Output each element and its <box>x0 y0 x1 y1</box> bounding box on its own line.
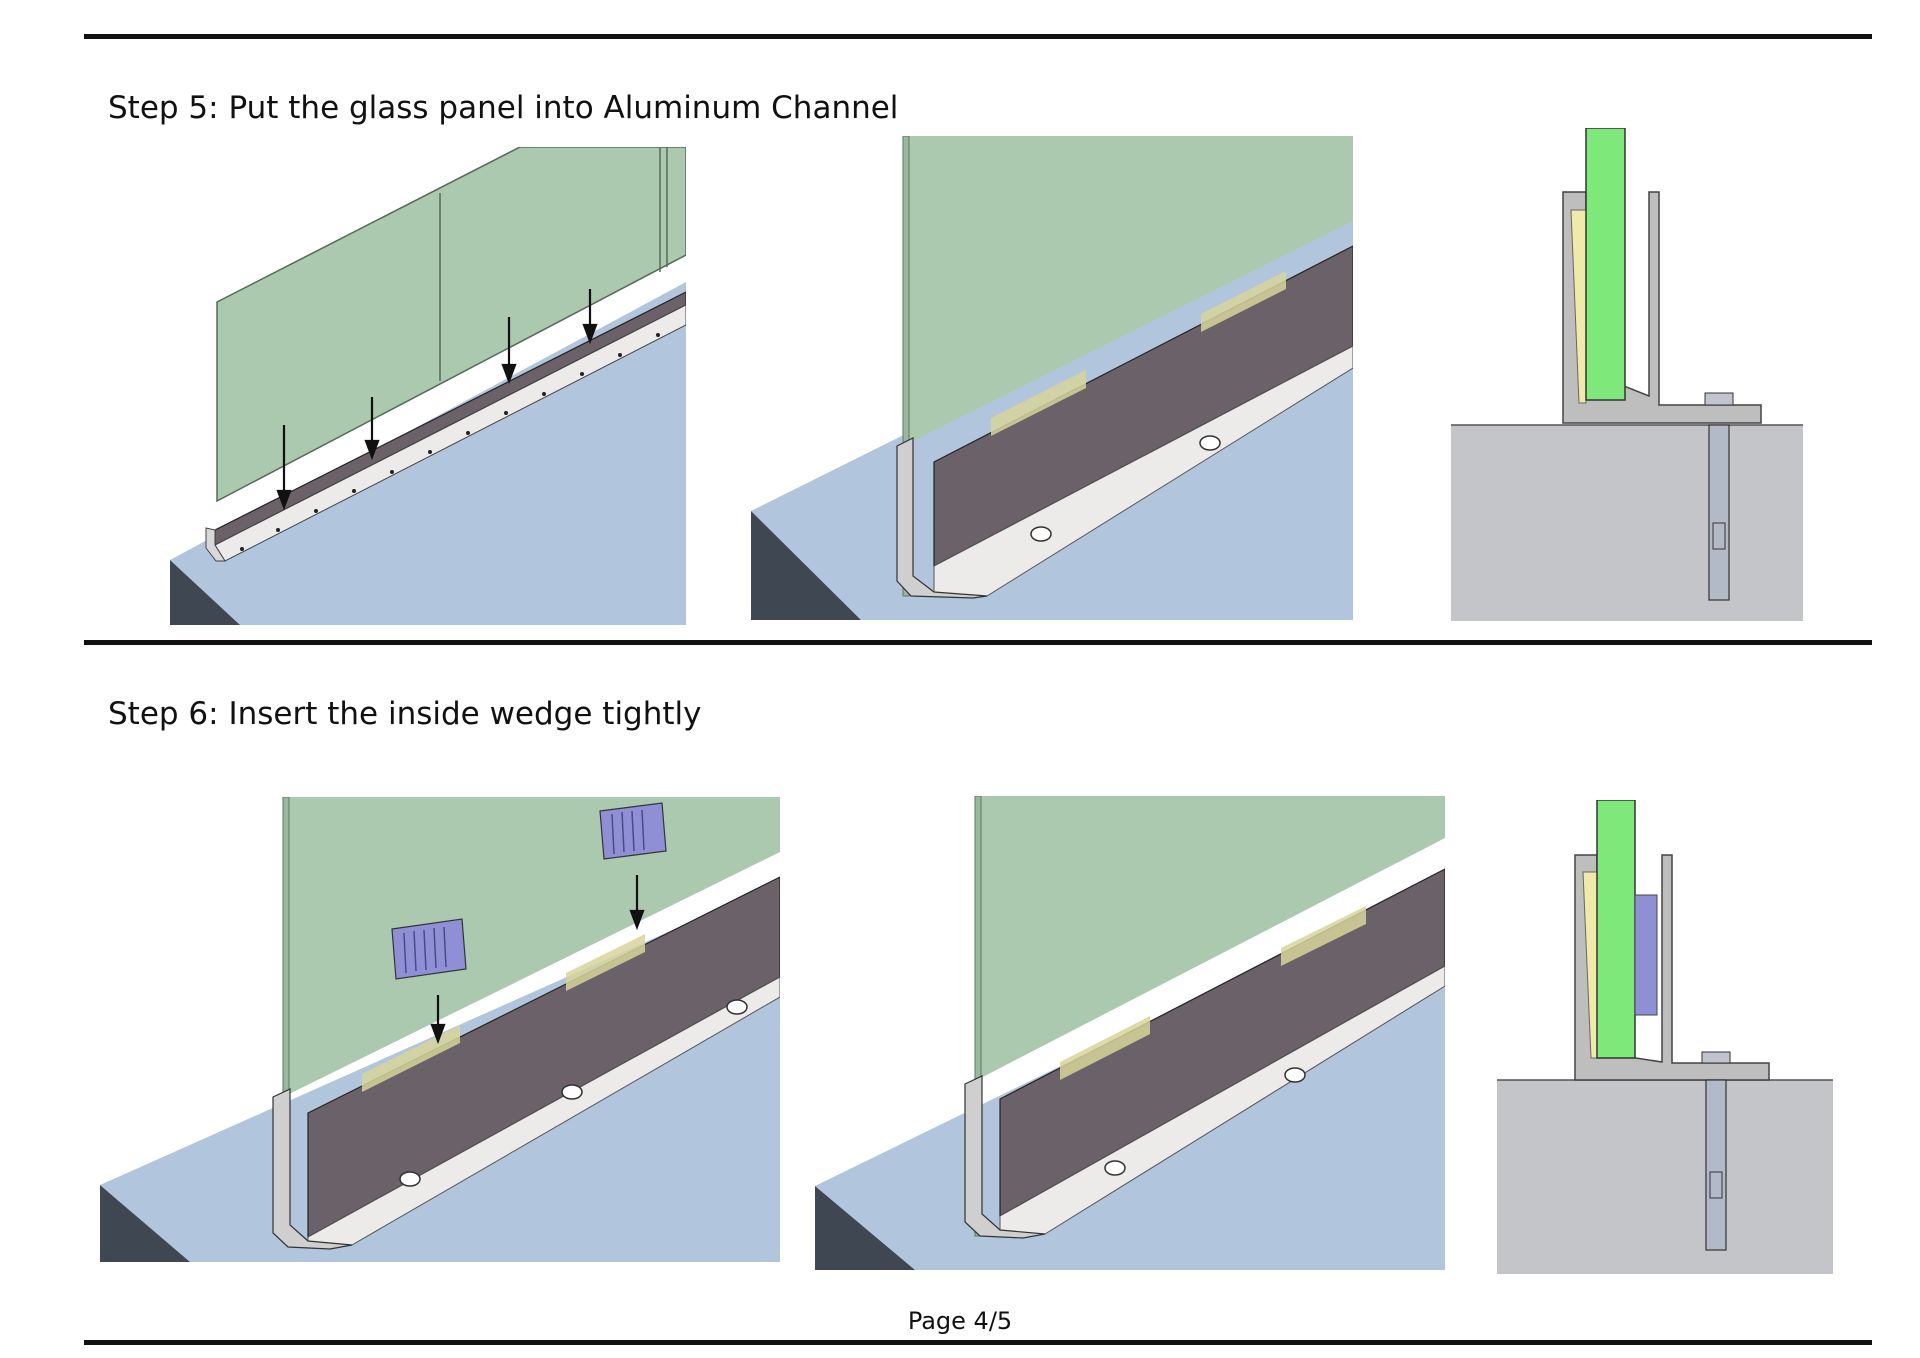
top-rule <box>84 34 1872 39</box>
anchor-bolt-icon <box>399 1171 421 1187</box>
floor-edge <box>815 1186 915 1270</box>
gasket <box>1570 209 1587 404</box>
glass-panel <box>216 147 686 503</box>
glass-panel <box>283 797 780 1097</box>
glass-panel <box>1596 800 1636 1059</box>
gasket <box>362 1025 460 1092</box>
floor-edge <box>751 511 861 620</box>
anchor-bolt-icon <box>1199 435 1221 451</box>
step-5-overview-figure <box>170 147 686 625</box>
step-6-wedge-installed-figure <box>815 796 1445 1270</box>
gasket <box>566 934 645 991</box>
wedge-icon <box>599 802 667 860</box>
anchor-bolt-icon <box>1701 1051 1731 1251</box>
step-5-title: Step 5: Put the glass panel into Aluminu… <box>108 90 899 126</box>
middle-rule <box>84 640 1872 645</box>
floor-edge <box>170 560 240 625</box>
step-6-title: Step 6: Insert the inside wedge tightly <box>108 696 702 732</box>
wedge-icon <box>391 918 467 980</box>
step-5-section-figure <box>1451 128 1803 621</box>
anchor-bolt-icon <box>726 999 748 1015</box>
anchor-bolt-icon <box>1284 1067 1306 1083</box>
step-6-wedge-insert-figure <box>100 797 780 1262</box>
page-number: Page 4/5 <box>907 1307 1013 1335</box>
anchor-bolt-icon <box>561 1084 583 1100</box>
concrete-slab <box>1497 1080 1833 1274</box>
arrow-down-icon <box>276 289 598 511</box>
glass-panel <box>1585 128 1626 401</box>
gasket <box>991 370 1086 436</box>
step-6-section-figure <box>1497 800 1833 1274</box>
bottom-rule <box>84 1340 1872 1345</box>
arrow-down-icon <box>430 875 645 1045</box>
anchor-bolt-icon <box>1704 392 1734 601</box>
gasket <box>1281 906 1366 966</box>
anchor-bolt-icon <box>1104 1160 1126 1176</box>
step-5-closeup-figure <box>751 136 1353 620</box>
glass-panel <box>975 796 1445 1081</box>
glass-panel <box>903 136 1353 446</box>
gasket <box>1201 271 1286 332</box>
anchor-bolt-icon <box>1030 526 1052 542</box>
wedge-icon <box>1634 894 1658 1016</box>
floor-edge <box>100 1185 190 1262</box>
concrete-slab <box>1451 425 1803 621</box>
gasket <box>1060 1016 1150 1080</box>
